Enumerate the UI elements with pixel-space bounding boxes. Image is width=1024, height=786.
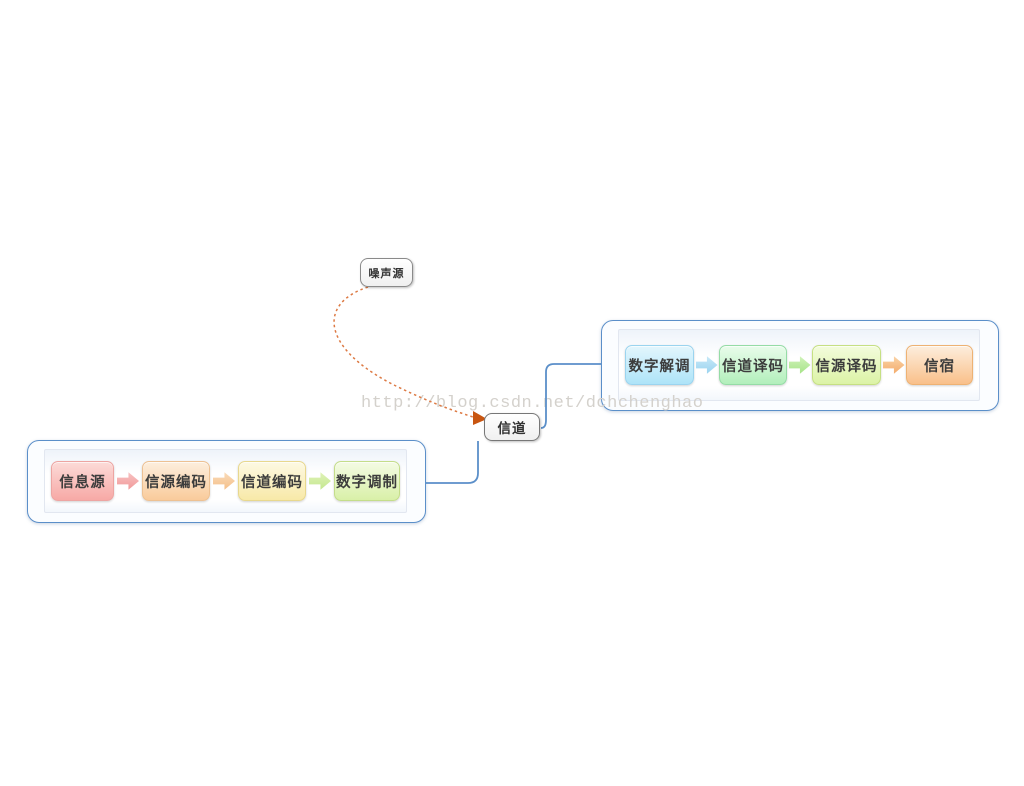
receiver-flow: 数字解调 信道译码 信源译码 信宿	[619, 330, 979, 400]
node-digital-demodulation-label: 数字解调	[628, 357, 691, 375]
node-channel[interactable]: 信道	[484, 413, 540, 441]
node-digital-modulation-label: 数字调制	[336, 473, 398, 491]
node-channel-decoding-label: 信道译码	[722, 357, 784, 375]
node-channel-encoding-label: 信道编码	[241, 473, 303, 491]
node-source-encoding[interactable]: 信源编码	[142, 461, 210, 501]
node-source-encoding-label: 信源编码	[145, 473, 207, 491]
node-channel-encoding[interactable]: 信道编码	[238, 461, 306, 501]
node-noise-source-label: 噪声源	[368, 266, 405, 280]
node-sink-label: 信宿	[924, 357, 955, 375]
node-source-decoding[interactable]: 信源译码	[812, 345, 881, 385]
node-information-source-label: 信息源	[59, 473, 106, 491]
transmitter-panel: 信息源 信源编码 信道编码 数字调制	[44, 449, 407, 513]
node-sink[interactable]: 信宿	[906, 345, 973, 385]
arrow-right-icon	[695, 356, 718, 374]
node-noise-source[interactable]: 噪声源	[360, 258, 413, 287]
node-source-decoding-label: 信源译码	[815, 357, 878, 375]
arrow-right-icon	[117, 472, 139, 490]
node-channel-decoding[interactable]: 信道译码	[719, 345, 787, 385]
receiver-group[interactable]: 数字解调 信道译码 信源译码 信宿	[601, 320, 999, 411]
node-information-source[interactable]: 信息源	[51, 461, 114, 501]
transmitter-flow: 信息源 信源编码 信道编码 数字调制	[45, 450, 406, 512]
arrow-right-icon	[309, 472, 331, 490]
arrow-right-icon	[882, 356, 905, 374]
node-channel-label: 信道	[497, 421, 527, 437]
node-digital-demodulation[interactable]: 数字解调	[625, 345, 694, 385]
arrow-right-icon	[213, 472, 235, 490]
receiver-panel: 数字解调 信道译码 信源译码 信宿	[618, 329, 980, 401]
csdn-watermark: http://blog.csdn.net/dchchenghao	[361, 394, 704, 413]
transmitter-group[interactable]: 信息源 信源编码 信道编码 数字调制	[27, 440, 426, 523]
connector-transmitter-to-channel	[426, 441, 479, 484]
node-digital-modulation[interactable]: 数字调制	[334, 461, 400, 501]
arrow-right-icon	[788, 356, 811, 374]
